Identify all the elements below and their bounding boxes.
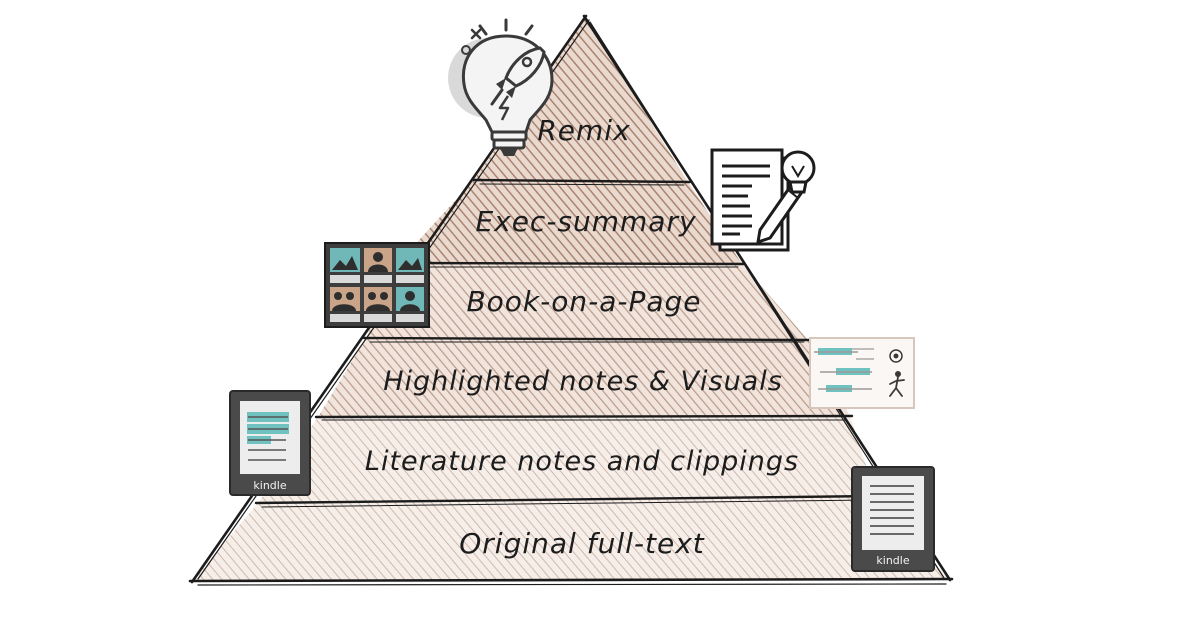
kindle-brand-label: kindle <box>876 554 909 567</box>
level-band-literature <box>258 416 876 503</box>
kindle-icon-original: kindle <box>851 466 935 572</box>
kindle-brand-label: kindle <box>253 479 286 492</box>
level-band-original <box>192 496 948 581</box>
level-label-remix: Remix <box>537 114 630 147</box>
level-band-book-on-a-page <box>366 263 808 340</box>
level-label-exec-summary: Exec-summary <box>475 205 696 238</box>
photo-grid-icon <box>324 242 430 328</box>
level-band-exec-summary <box>398 180 742 264</box>
level-band-remix <box>474 18 688 182</box>
level-dividers <box>254 178 880 508</box>
lightbulb-rocket-icon <box>448 18 554 156</box>
level-label-book-on-a-page: Book-on-a-Page <box>466 285 701 318</box>
level-label-highlighted: Highlighted notes & Visuals <box>383 366 783 397</box>
level-label-original: Original full-text <box>459 527 705 560</box>
level-band-highlighted <box>318 338 850 417</box>
document-pencil-lightbulb-icon <box>710 148 816 252</box>
kindle-icon-literature: kindle <box>229 390 311 496</box>
level-label-literature: Literature notes and clippings <box>365 446 799 477</box>
highlighted-notes-icon <box>809 337 915 409</box>
